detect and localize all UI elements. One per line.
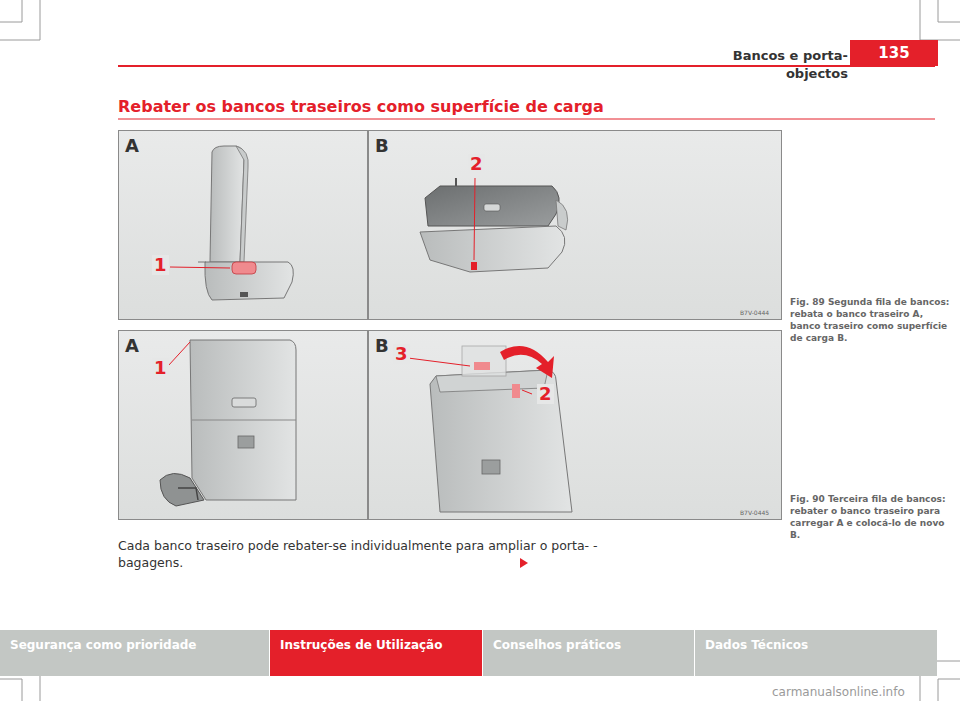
figure-panel: A [118, 130, 368, 320]
continue-arrow [520, 558, 528, 568]
figure-code: B7V-0444 [740, 309, 769, 317]
panel-letter: A [125, 135, 361, 157]
page-number: 135 [856, 44, 932, 62]
section-tab: Segurança como prioridade [0, 630, 269, 676]
section-tab-active: Instruções de Utilização [270, 630, 482, 676]
figure-caption: Fig. 89 Segunda fila de bancos: rebata o… [790, 296, 955, 345]
rotation-arrow [500, 346, 554, 378]
tab-label: Segurança como prioridade [10, 638, 259, 652]
figure-code: B7V-0445 [740, 509, 769, 517]
panel-letter: A [125, 335, 361, 357]
callout-number: 1 [152, 358, 169, 378]
section-tab: Dados Técnicos [695, 630, 937, 676]
leader-lines [168, 178, 532, 394]
seat-upright-illustration [198, 146, 293, 300]
seat-folded-illustration [420, 178, 568, 272]
tab-label: Dados Técnicos [705, 638, 927, 652]
third-row-seat-upright-illustration [160, 340, 296, 506]
page-number-box: 135 [850, 40, 938, 66]
callout-number: 2 [537, 384, 554, 404]
callout-number: 3 [393, 344, 410, 364]
callout-number: 1 [152, 255, 169, 275]
third-row-seat-folded-illustration [430, 346, 572, 512]
figure-caption: Fig. 90 Terceira fila de bancos: rebater… [790, 493, 955, 542]
title-rule [118, 119, 935, 120]
callout-number: 2 [468, 154, 485, 174]
tab-label: Conselhos práticos [493, 638, 684, 652]
figure-panel: B [368, 130, 782, 320]
figure-panels [118, 130, 782, 520]
panel-letter: B [375, 335, 775, 357]
section-tab: Conselhos práticos [483, 630, 694, 676]
figure-panel: B [368, 330, 782, 520]
section-title: Rebater os bancos traseiros como superfí… [118, 97, 604, 116]
tab-label: Instruções de Utilização [280, 638, 472, 652]
body-text: Cada banco traseiro pode rebater-se indi… [118, 538, 618, 572]
panel-letter: B [375, 135, 775, 157]
running-header: Bancos e porta-objectos [700, 47, 848, 82]
watermark: carmanualsonline.info [772, 684, 905, 700]
